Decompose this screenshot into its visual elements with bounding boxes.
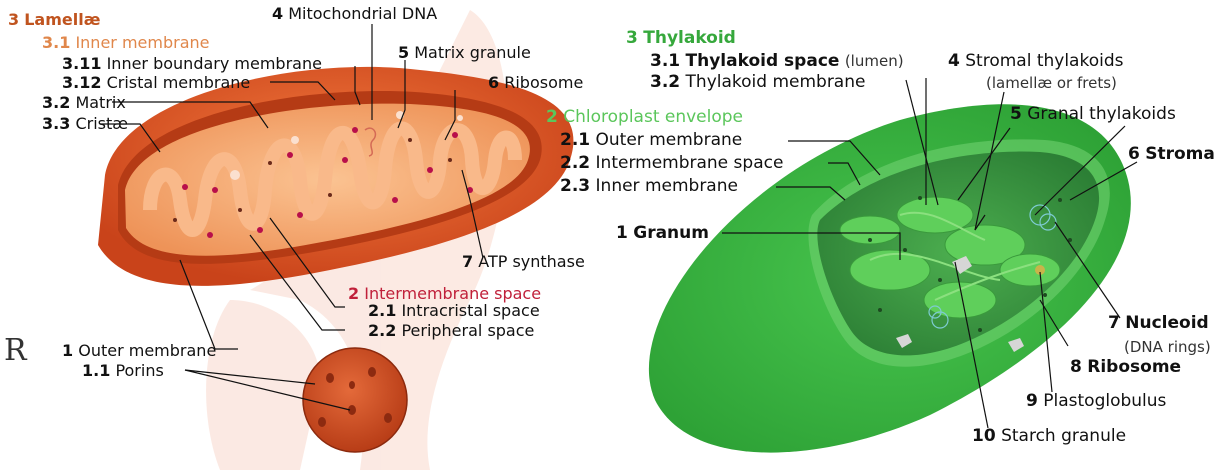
label-mitochondrial-dna: 4 Mitochondrial DNA (272, 5, 437, 23)
label-text: Starch granule (1001, 426, 1126, 446)
label-num: 2.2 (368, 321, 396, 340)
label-thylakoid: 3 Thylakoid (626, 29, 736, 47)
label-num: 3.12 (62, 73, 101, 92)
label-text: Granum (633, 223, 709, 243)
label-num: 1 (616, 223, 628, 243)
label-text: Cristæ (75, 114, 128, 133)
label-text: Matrix granule (414, 43, 531, 62)
label-text: Peripheral space (401, 321, 534, 340)
label-text: Thylakoid (643, 28, 736, 48)
label-inner-membrane: 3.1 Inner membrane (42, 34, 209, 52)
label-porins: 1.1 Porins (82, 362, 164, 380)
label-num: 2 (348, 284, 359, 303)
label-thylakoid-space: 3.1 Thylakoid space (lumen) (650, 52, 904, 70)
label-num: 10 (972, 426, 996, 446)
label-thylakoid-membrane: 3.2 Thylakoid membrane (650, 73, 865, 91)
label-text: Lamellæ (24, 10, 100, 29)
label-text: Ribosome (1087, 357, 1181, 377)
label-text: Matrix (75, 93, 125, 112)
label-text: Mitochondrial DNA (288, 4, 437, 23)
label-text: Inner membrane (596, 176, 738, 196)
label-outer-membrane-mito: 1 Outer membrane (62, 342, 216, 360)
label-text: Outer membrane (596, 130, 743, 150)
label-num: 3.2 (650, 72, 680, 92)
label-stroma: 6 Stroma (1128, 145, 1215, 163)
label-text: Ribosome (504, 73, 583, 92)
label-text: Plastoglobulus (1043, 391, 1166, 411)
label-num: 3 (8, 10, 19, 29)
label-chloroplast-envelope: 2 Chloroplast envelope (546, 108, 743, 126)
label-num: 1.1 (82, 361, 110, 380)
label-num: 6 (488, 73, 499, 92)
label-num: 3.11 (62, 54, 101, 73)
label-text: Outer membrane (78, 341, 216, 360)
label-text: Thylakoid space (686, 51, 840, 71)
label-num: 5 (1010, 104, 1022, 124)
label-text: Cristal membrane (107, 73, 251, 92)
label-num: 2 (546, 107, 558, 127)
label-num: 9 (1026, 391, 1038, 411)
label-nucleoid-note: (DNA rings) (1124, 338, 1211, 356)
margin-letter: R (4, 333, 27, 368)
label-num: 2.3 (560, 176, 590, 196)
label-num: 3.3 (42, 114, 70, 133)
label-nucleoid: 7 Nucleoid (1108, 314, 1209, 332)
label-text: Inner boundary membrane (107, 54, 322, 73)
label-num: 6 (1128, 144, 1140, 164)
label-outer-membrane-chloro: 2.1 Outer membrane (560, 131, 742, 149)
label-num: 2.1 (368, 301, 396, 320)
label-atp-synthase: 7 ATP synthase (462, 253, 585, 271)
label-num: 5 (398, 43, 409, 62)
label-ribosome-mito: 6 Ribosome (488, 74, 583, 92)
label-text: Porins (115, 361, 163, 380)
label-text: Granal thylakoids (1027, 104, 1176, 124)
label-num: 3.1 (650, 51, 680, 71)
label-granal-thylakoids: 5 Granal thylakoids (1010, 105, 1176, 123)
label-text: Stroma (1145, 144, 1215, 164)
label-num: 3.2 (42, 93, 70, 112)
label-cristae: 3.3 Cristæ (42, 115, 128, 133)
label-inner-membrane-chloro: 2.3 Inner membrane (560, 177, 738, 195)
label-ribosome-chloro: 8 Ribosome (1070, 358, 1181, 376)
porin-zoom-sphere (303, 348, 407, 452)
label-intermembrane-space-chloro: 2.2 Intermembrane space (560, 154, 783, 172)
label-peripheral-space: 2.2 Peripheral space (368, 322, 534, 340)
label-text: Intermembrane space (596, 153, 784, 173)
label-num: 7 (1108, 313, 1120, 333)
label-stromal-thylakoids: 4 Stromal thylakoids (948, 52, 1123, 70)
label-num: 2.1 (560, 130, 590, 150)
label-num: 3 (626, 28, 638, 48)
label-num: 1 (62, 341, 73, 360)
label-matrix: 3.2 Matrix (42, 94, 126, 112)
label-text: Stromal thylakoids (965, 51, 1123, 71)
label-text: Inner membrane (75, 33, 209, 52)
label-text: Thylakoid membrane (686, 72, 866, 92)
label-plastoglobulus: 9 Plastoglobulus (1026, 392, 1166, 410)
label-text: Nucleoid (1125, 313, 1208, 333)
label-num: 2.2 (560, 153, 590, 173)
label-text: Chloroplast envelope (563, 107, 743, 127)
label-intracristal-space: 2.1 Intracristal space (368, 302, 540, 320)
label-inner-boundary-membrane: 3.11 Inner boundary membrane (62, 55, 322, 73)
label-starch-granule: 10 Starch granule (972, 427, 1126, 445)
label-num: 7 (462, 252, 473, 271)
label-matrix-granule: 5 Matrix granule (398, 44, 531, 62)
label-num: 8 (1070, 357, 1082, 377)
label-text: Intracristal space (401, 301, 539, 320)
label-lamellae: 3 Lamellæ (8, 11, 100, 29)
label-cristal-membrane: 3.12 Cristal membrane (62, 74, 250, 92)
label-num: 4 (272, 4, 283, 23)
label-note: (lumen) (845, 52, 904, 70)
label-stromal-thylakoids-note: (lamellæ or frets) (986, 74, 1117, 92)
label-text: ATP synthase (478, 252, 585, 271)
label-num: 3.1 (42, 33, 70, 52)
label-num: 4 (948, 51, 960, 71)
label-granum: 1 Granum (616, 224, 709, 242)
